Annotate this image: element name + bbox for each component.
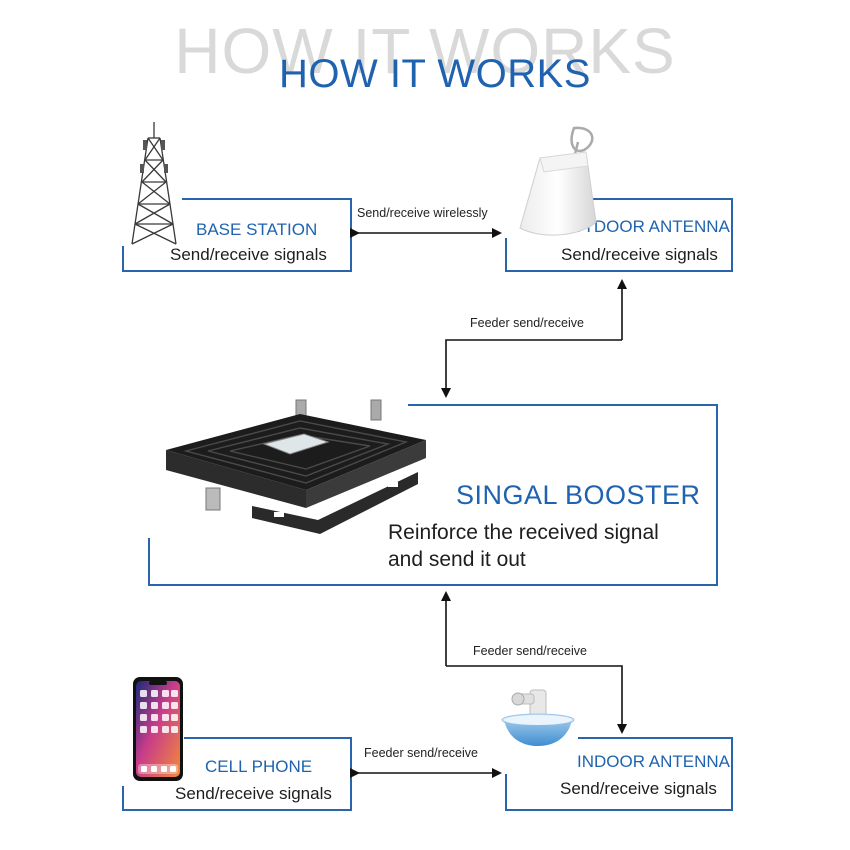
cell-phone-icon: [133, 677, 183, 781]
tower-icon: [131, 122, 177, 245]
arrow-outdoor-booster: [441, 339, 622, 398]
signal-booster-subtitle-line2: and send it out: [388, 548, 526, 571]
edge-label-base-outdoor: Send/receive wirelessly: [355, 206, 490, 220]
indoor-antenna-title: INDOOR ANTENNA: [577, 752, 731, 771]
signal-booster-subtitle-line1: Reinforce the received signal: [388, 521, 659, 544]
cell-phone-title: CELL PHONE: [205, 757, 313, 776]
outdoor-antenna-icon: [519, 126, 597, 236]
indoor-antenna-subtitle: Send/receive signals: [560, 779, 717, 798]
arrow-booster-indoor: [446, 665, 627, 734]
outdoor-antenna-title: OUTDOOR ANTENNA: [558, 217, 730, 236]
page-title: HOW IT WORKS: [279, 52, 591, 96]
cell-phone-subtitle: Send/receive signals: [175, 784, 332, 803]
edge-label-phone-indoor: Feeder send/receive: [362, 746, 480, 760]
base-station-title: BASE STATION: [196, 220, 318, 239]
indoor-antenna-icon: [501, 689, 575, 746]
edge-label-outdoor-booster: Feeder send/receive: [468, 316, 586, 330]
ghost-title: HOW IT WORKS: [174, 15, 676, 87]
signal-booster-device-icon: [166, 399, 426, 534]
indoor-antenna-box: [505, 737, 733, 811]
base-station-subtitle: Send/receive signals: [170, 245, 327, 264]
outdoor-antenna-subtitle: Send/receive signals: [561, 245, 718, 264]
edge-label-booster-indoor: Feeder send/receive: [471, 644, 589, 658]
signal-booster-title: SINGAL BOOSTER: [456, 480, 701, 510]
